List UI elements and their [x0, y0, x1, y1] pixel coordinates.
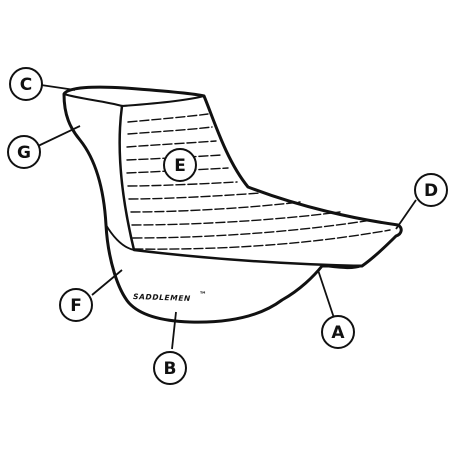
- callout-c-label: C: [20, 75, 32, 95]
- callout-b-label: B: [164, 359, 177, 379]
- callout-a: A: [321, 315, 355, 349]
- callout-e: E: [163, 148, 197, 182]
- callout-f: F: [59, 288, 93, 322]
- leader-a: [317, 269, 335, 319]
- callout-d-label: D: [424, 181, 438, 201]
- welt-line: [321, 265, 363, 270]
- callout-c: C: [9, 67, 43, 101]
- callout-g: G: [7, 135, 41, 169]
- leader-c: [40, 84, 76, 91]
- callout-e-label: E: [174, 156, 186, 176]
- callout-d: D: [414, 173, 448, 207]
- callout-b: B: [153, 351, 187, 385]
- callout-a-label: A: [331, 323, 345, 343]
- callouts: C G E D F A B: [7, 67, 448, 385]
- seat-drawing: [62, 85, 403, 324]
- rear-cushion-top: [63, 93, 123, 107]
- inner-panel-border: [118, 104, 364, 268]
- leader-b: [171, 311, 177, 350]
- pleat-lines: [126, 113, 391, 250]
- brand-trademark: ™: [199, 290, 207, 299]
- side-panel-edge: [105, 224, 135, 251]
- callout-g-label: G: [17, 143, 31, 163]
- brand-label: SADDLEMEN: [133, 292, 191, 303]
- leader-g: [37, 125, 81, 147]
- leader-f: [91, 269, 123, 296]
- leader-lines: [37, 84, 417, 350]
- seat-outline: [62, 85, 403, 324]
- callout-f-label: F: [70, 296, 82, 316]
- leader-d: [395, 199, 417, 230]
- inner-panel-top: [121, 95, 205, 107]
